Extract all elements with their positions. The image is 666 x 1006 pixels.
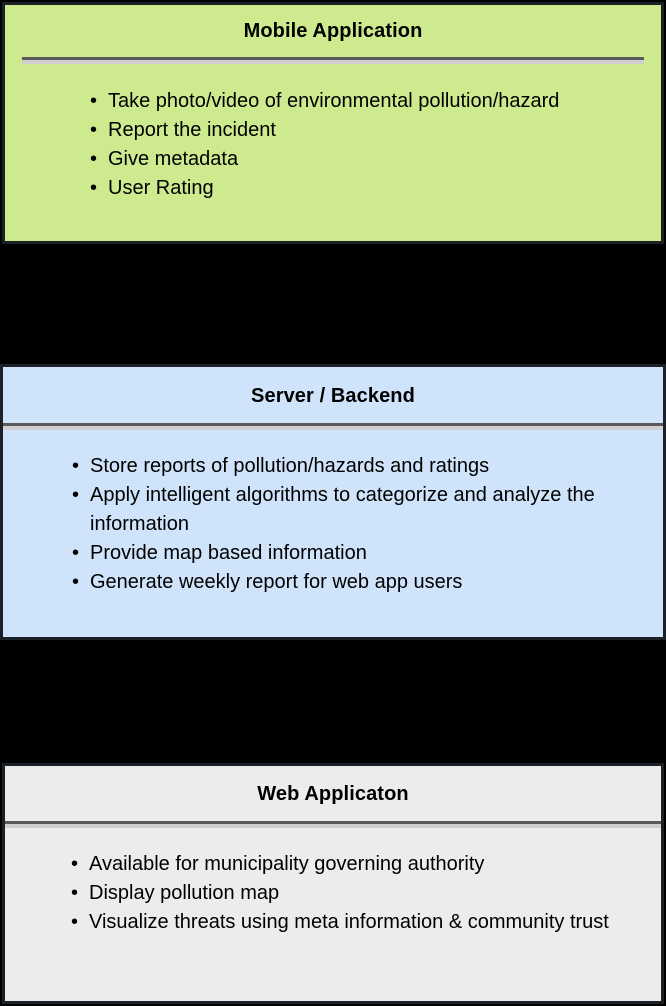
list-item: • Provide map based information xyxy=(72,539,655,568)
title-divider-server-backend xyxy=(3,423,663,430)
list-item-label: Apply intelligent algorithms to categori… xyxy=(90,484,595,535)
bullet-icon: • xyxy=(90,177,98,199)
list-item-label: Generate weekly report for web app users xyxy=(90,571,463,593)
bullet-icon: • xyxy=(90,148,98,170)
component-title-server-backend: Server / Backend xyxy=(251,385,415,407)
list-item: • Store reports of pollution/hazards and… xyxy=(72,452,655,481)
list-item-label: Give metadata xyxy=(108,148,239,170)
list-item-label: Provide map based information xyxy=(90,542,367,564)
list-item-label: Visualize threats using meta information… xyxy=(89,911,609,933)
bullet-icon: • xyxy=(71,882,79,904)
title-divider-mobile-application xyxy=(22,57,644,64)
list-item: • User Rating xyxy=(90,174,661,203)
bullet-icon: • xyxy=(72,455,80,477)
list-item: • Apply intelligent algorithms to catego… xyxy=(72,481,655,539)
bullet-icon: • xyxy=(90,119,98,141)
bullet-icon: • xyxy=(72,484,80,506)
list-item: • Available for municipality governing a… xyxy=(71,850,655,879)
list-item: • Take photo/video of environmental poll… xyxy=(90,87,661,116)
component-box-web-application: Web Applicaton • Available for municipal… xyxy=(2,763,664,1004)
component-title-mobile-application: Mobile Application xyxy=(243,20,423,42)
feature-list-web-application: • Available for municipality governing a… xyxy=(5,850,661,937)
feature-list-server-backend: • Store reports of pollution/hazards and… xyxy=(3,452,663,597)
bullet-icon: • xyxy=(90,90,98,112)
component-title-web-application: Web Applicaton xyxy=(257,783,409,805)
component-box-mobile-application: Mobile Application • Take photo/video of… xyxy=(2,2,664,244)
title-divider-web-application xyxy=(5,821,661,828)
bullet-icon: • xyxy=(72,571,80,593)
list-item-label: Take photo/video of environmental pollut… xyxy=(108,90,560,112)
list-item: • Display pollution map xyxy=(71,879,655,908)
bullet-icon: • xyxy=(71,911,79,933)
list-item-label: Report the incident xyxy=(108,119,276,141)
list-item: • Generate weekly report for web app use… xyxy=(72,568,655,597)
component-box-server-backend: Server / Backend • Store reports of poll… xyxy=(0,364,666,640)
feature-list-mobile-application: • Take photo/video of environmental poll… xyxy=(5,87,661,203)
list-item-label: Store reports of pollution/hazards and r… xyxy=(90,455,490,477)
list-item-label: Available for municipality governing aut… xyxy=(89,853,485,875)
list-item-label: Display pollution map xyxy=(89,882,280,904)
list-item: • Visualize threats using meta informati… xyxy=(71,908,655,937)
bullet-icon: • xyxy=(71,853,79,875)
list-item-label: User Rating xyxy=(108,177,214,199)
list-item: • Give metadata xyxy=(90,145,661,174)
list-item: • Report the incident xyxy=(90,116,661,145)
bullet-icon: • xyxy=(72,542,80,564)
